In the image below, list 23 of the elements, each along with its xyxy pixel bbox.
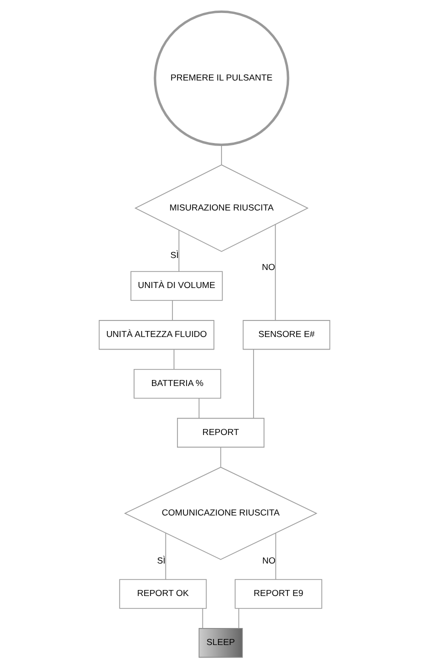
connector bbox=[275, 532, 276, 580]
edge-label: SÌ bbox=[170, 250, 179, 260]
node-box: REPORT bbox=[177, 418, 264, 448]
node-box: REPORT E9 bbox=[234, 579, 322, 609]
connector bbox=[172, 300, 173, 321]
node-box: SLEEP bbox=[198, 628, 243, 658]
node-box: UNITÀ ALTEZZA FLUIDO bbox=[98, 320, 214, 350]
connector bbox=[274, 224, 276, 321]
node-diamond: MISURAZIONE RIUSCITA bbox=[134, 164, 309, 252]
connector bbox=[253, 348, 254, 419]
connector bbox=[202, 608, 204, 629]
connector bbox=[220, 447, 222, 468]
connector bbox=[178, 230, 180, 272]
node-box: SENSORE E# bbox=[242, 320, 330, 350]
node-circle: PREMERE IL PULSANTE bbox=[154, 10, 290, 146]
connector bbox=[198, 398, 200, 418]
connector bbox=[165, 532, 166, 580]
connector bbox=[238, 608, 240, 629]
node-box: BATTERIA % bbox=[134, 368, 222, 399]
node-box: UNITÀ DI VOLUME bbox=[130, 271, 223, 301]
edge-label: NO bbox=[262, 262, 276, 272]
node-box: REPORT OK bbox=[119, 579, 207, 609]
connector bbox=[221, 144, 222, 165]
